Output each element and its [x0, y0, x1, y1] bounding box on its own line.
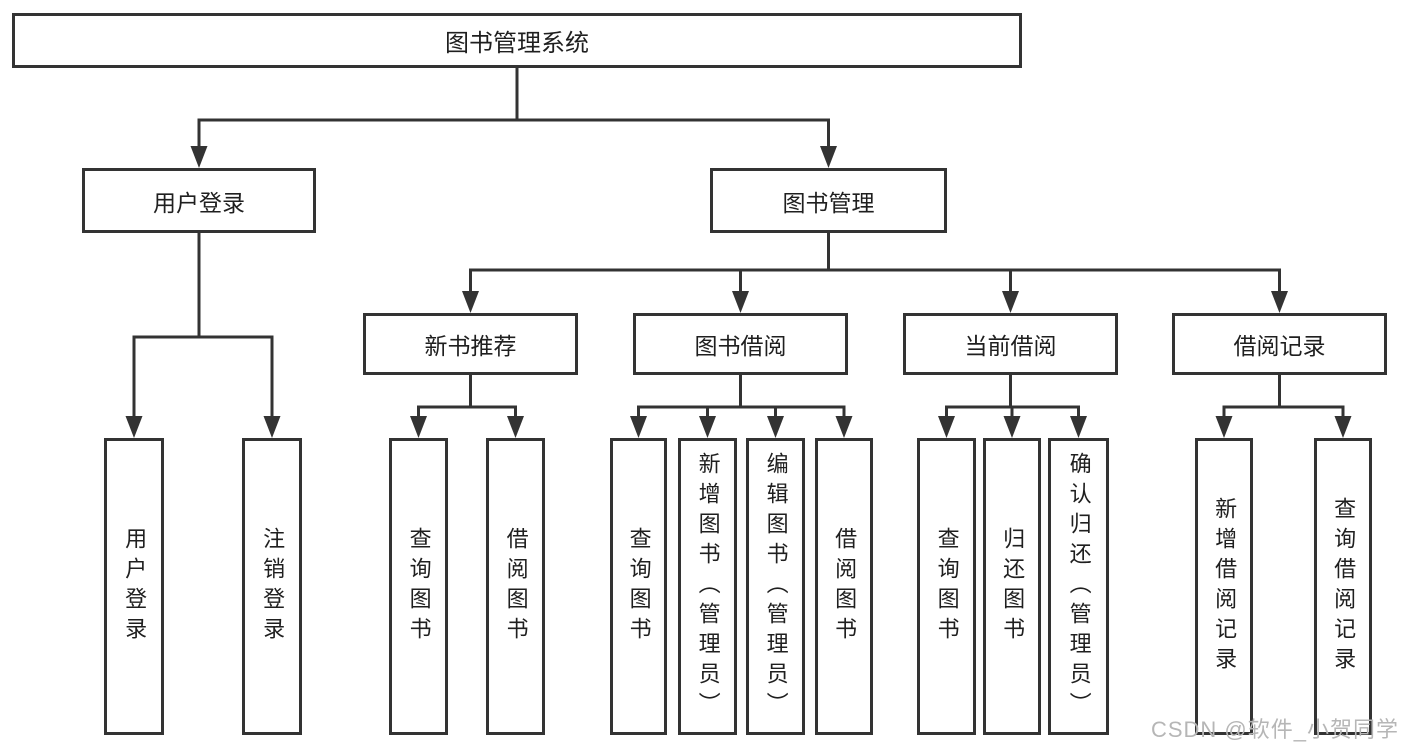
- arrowhead-icon: [1215, 416, 1233, 438]
- node-label: 查询借阅记录: [1331, 496, 1357, 677]
- node-label: 图书借阅: [694, 333, 787, 359]
- arrowhead-icon: [410, 416, 427, 438]
- node-label: 新增图书（管理员）: [695, 451, 721, 722]
- arrowhead-icon: [699, 416, 716, 438]
- arrowhead-icon: [1070, 416, 1087, 438]
- node-new-book-recommend: 新书推荐: [363, 313, 578, 375]
- leaf-query-borrow-record: 查询借阅记录: [1314, 438, 1372, 735]
- node-label: 新增借阅记录: [1212, 496, 1238, 677]
- leaf-add-borrow-record: 新增借阅记录: [1195, 438, 1253, 735]
- arrowhead-icon: [1334, 416, 1352, 438]
- arrowhead-icon: [732, 291, 749, 313]
- node-borrow-records: 借阅记录: [1172, 313, 1387, 375]
- arrowhead-icon: [507, 416, 524, 438]
- arrowhead-icon: [125, 416, 143, 438]
- arrowhead-icon: [1002, 291, 1019, 313]
- leaf-query-book-recommend: 查询图书: [389, 438, 448, 735]
- leaf-confirm-return-admin: 确认归还（管理员）: [1048, 438, 1109, 735]
- arrowhead-icon: [767, 416, 784, 438]
- node-label: 用户登录: [122, 526, 148, 647]
- leaf-borrow-book: 借阅图书: [815, 438, 873, 735]
- node-book-management: 图书管理: [710, 168, 947, 233]
- leaf-borrow-book-recommend: 借阅图书: [486, 438, 545, 735]
- node-user-login: 用户登录: [82, 168, 316, 233]
- arrowhead-icon: [1003, 416, 1021, 438]
- arrowhead-icon: [820, 146, 837, 168]
- node-label: 查询图书: [934, 526, 960, 647]
- leaf-query-book-borrow: 查询图书: [610, 438, 667, 735]
- node-label: 借阅图书: [832, 526, 858, 647]
- node-label: 借阅图书: [503, 526, 529, 647]
- leaf-edit-book-admin: 编辑图书（管理员）: [746, 438, 805, 735]
- node-label: 注销登录: [260, 526, 286, 647]
- node-book-borrow: 图书借阅: [633, 313, 848, 375]
- arrowhead-icon: [938, 416, 955, 438]
- node-label: 查询图书: [626, 526, 652, 647]
- node-label: 确认归还（管理员）: [1066, 451, 1092, 722]
- node-label: 归还图书: [1000, 526, 1026, 647]
- leaf-query-book-current: 查询图书: [917, 438, 976, 735]
- arrowhead-icon: [462, 291, 479, 313]
- leaf-user-login: 用户登录: [104, 438, 164, 735]
- node-label: 新书推荐: [424, 333, 517, 359]
- node-label: 查询图书: [406, 526, 432, 647]
- arrowhead-icon: [630, 416, 647, 438]
- node-current-borrow: 当前借阅: [903, 313, 1118, 375]
- node-label: 用户登录: [153, 189, 245, 216]
- arrowhead-icon: [263, 416, 281, 438]
- csdn-watermark: CSDN @软件_小贺同学: [1150, 717, 1399, 742]
- node-label: 当前借阅: [964, 333, 1057, 359]
- node-label: 编辑图书（管理员）: [763, 451, 789, 722]
- node-label: 图书管理: [782, 189, 875, 216]
- node-label: 图书管理系统: [445, 30, 589, 57]
- leaf-logout: 注销登录: [242, 438, 302, 735]
- leaf-return-book: 归还图书: [983, 438, 1041, 735]
- arrowhead-icon: [1271, 291, 1288, 313]
- arrowhead-icon: [190, 146, 208, 168]
- arrowhead-icon: [835, 416, 853, 438]
- leaf-add-book-admin: 新增图书（管理员）: [678, 438, 737, 735]
- node-label: 借阅记录: [1233, 333, 1326, 359]
- node-library-management-system: 图书管理系统: [12, 13, 1022, 68]
